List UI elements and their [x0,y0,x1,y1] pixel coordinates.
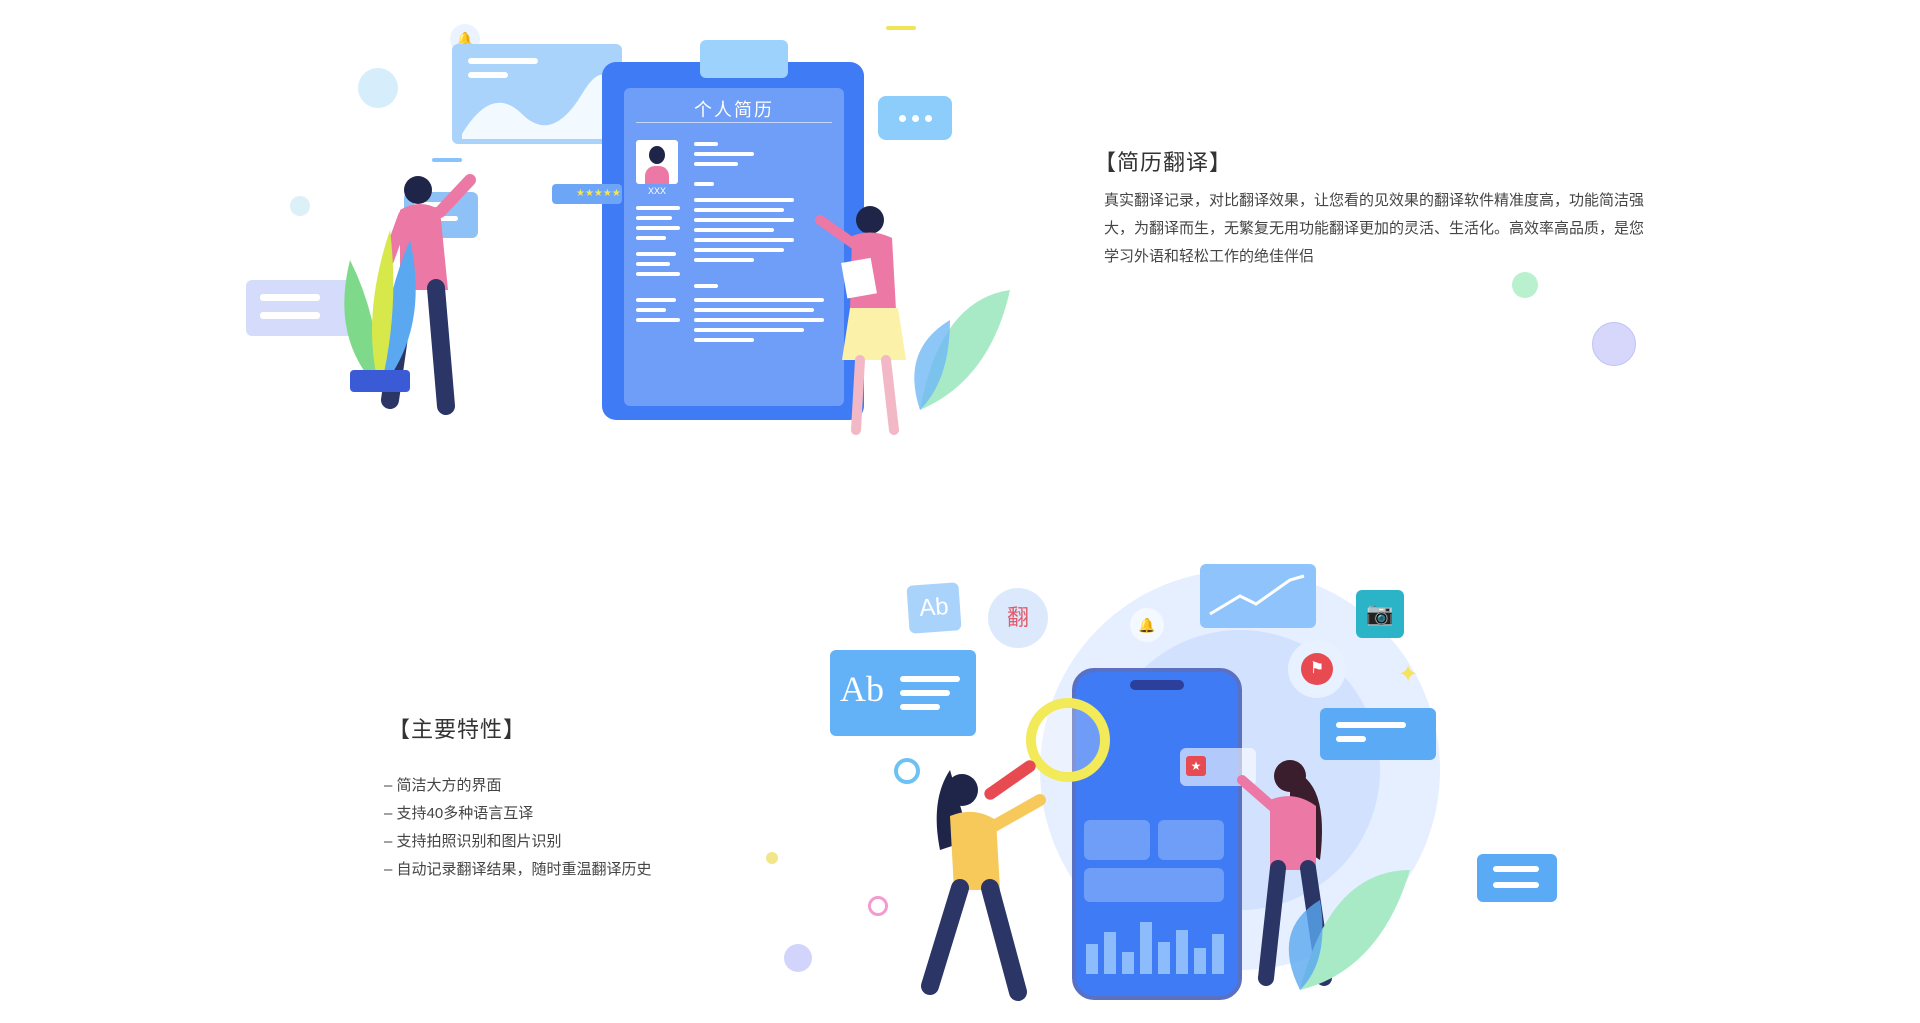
feature-item: – 自动记录翻译结果，随时重温翻译历史 [384,861,652,878]
section-description-resume: 真实翻译记录，对比翻译效果，让您看的见效果的翻译软件精准度高，功能简洁强大，为翻… [1104,192,1645,265]
feature-item: – 支持拍照识别和图片识别 [384,833,562,850]
left-card-large [246,280,354,336]
plant-decor [344,230,416,392]
woman-figure [815,206,906,435]
avatar [636,140,678,184]
decor-dot [290,196,310,216]
chat-card [1320,708,1436,760]
decor-dot [358,68,398,108]
chart-card [452,44,622,144]
decor-dot [1512,272,1538,298]
accent-lines [432,158,462,162]
text-card-label: Ab [840,669,884,709]
magnifier-icon [1026,698,1110,782]
section-heading-features: 【主要特性】 [388,717,527,742]
message-card [1477,854,1557,902]
sparkle-icon: ✦ [1398,661,1419,688]
decor-dot [784,944,812,972]
avatar-caption: XXX [647,186,666,196]
rating-chip: ★★★★★ [552,184,622,204]
chat-bubble-icon [878,96,952,140]
favorite-card: ★ [1180,748,1256,786]
plant-decor [1288,870,1410,990]
resume-illustration: 🔔 个人简历 XXX [240,20,1020,450]
accent-lines [886,26,916,30]
decor-dot [766,852,778,864]
trend-card [1200,564,1316,628]
feature-item: – 支持40多种语言互译 [384,805,534,822]
bell-icon: 🔔 [1130,608,1164,642]
phone-device [1072,668,1242,1000]
decor-dot [868,896,888,916]
camera-icon: 📷 [1356,590,1404,638]
resume-title: 个人简历 [694,100,774,120]
plant-decor [914,290,1010,410]
person-figure [921,770,1046,1001]
feature-list: – 简洁大方的界面 – 支持40多种语言互译 – 支持拍照识别和图片识别 – 自… [384,772,652,884]
text-badge-small: Ab [906,582,962,634]
decor-dot [1592,322,1636,366]
resume-paper: 个人简历 XXX [624,88,844,406]
clipboard-clip [700,40,788,78]
section-heading-resume: 【简历翻译】 [1094,150,1233,175]
pdf-icon: ⚑ [1288,640,1346,698]
feature-item: – 简洁大方的界面 [384,777,502,794]
translate-badge: 翻 [988,588,1048,648]
text-card-large: Ab [830,650,976,736]
phone-illustration: Ab 翻 Ab 🔔 📷 ⚑ ✦ [830,560,1590,1010]
